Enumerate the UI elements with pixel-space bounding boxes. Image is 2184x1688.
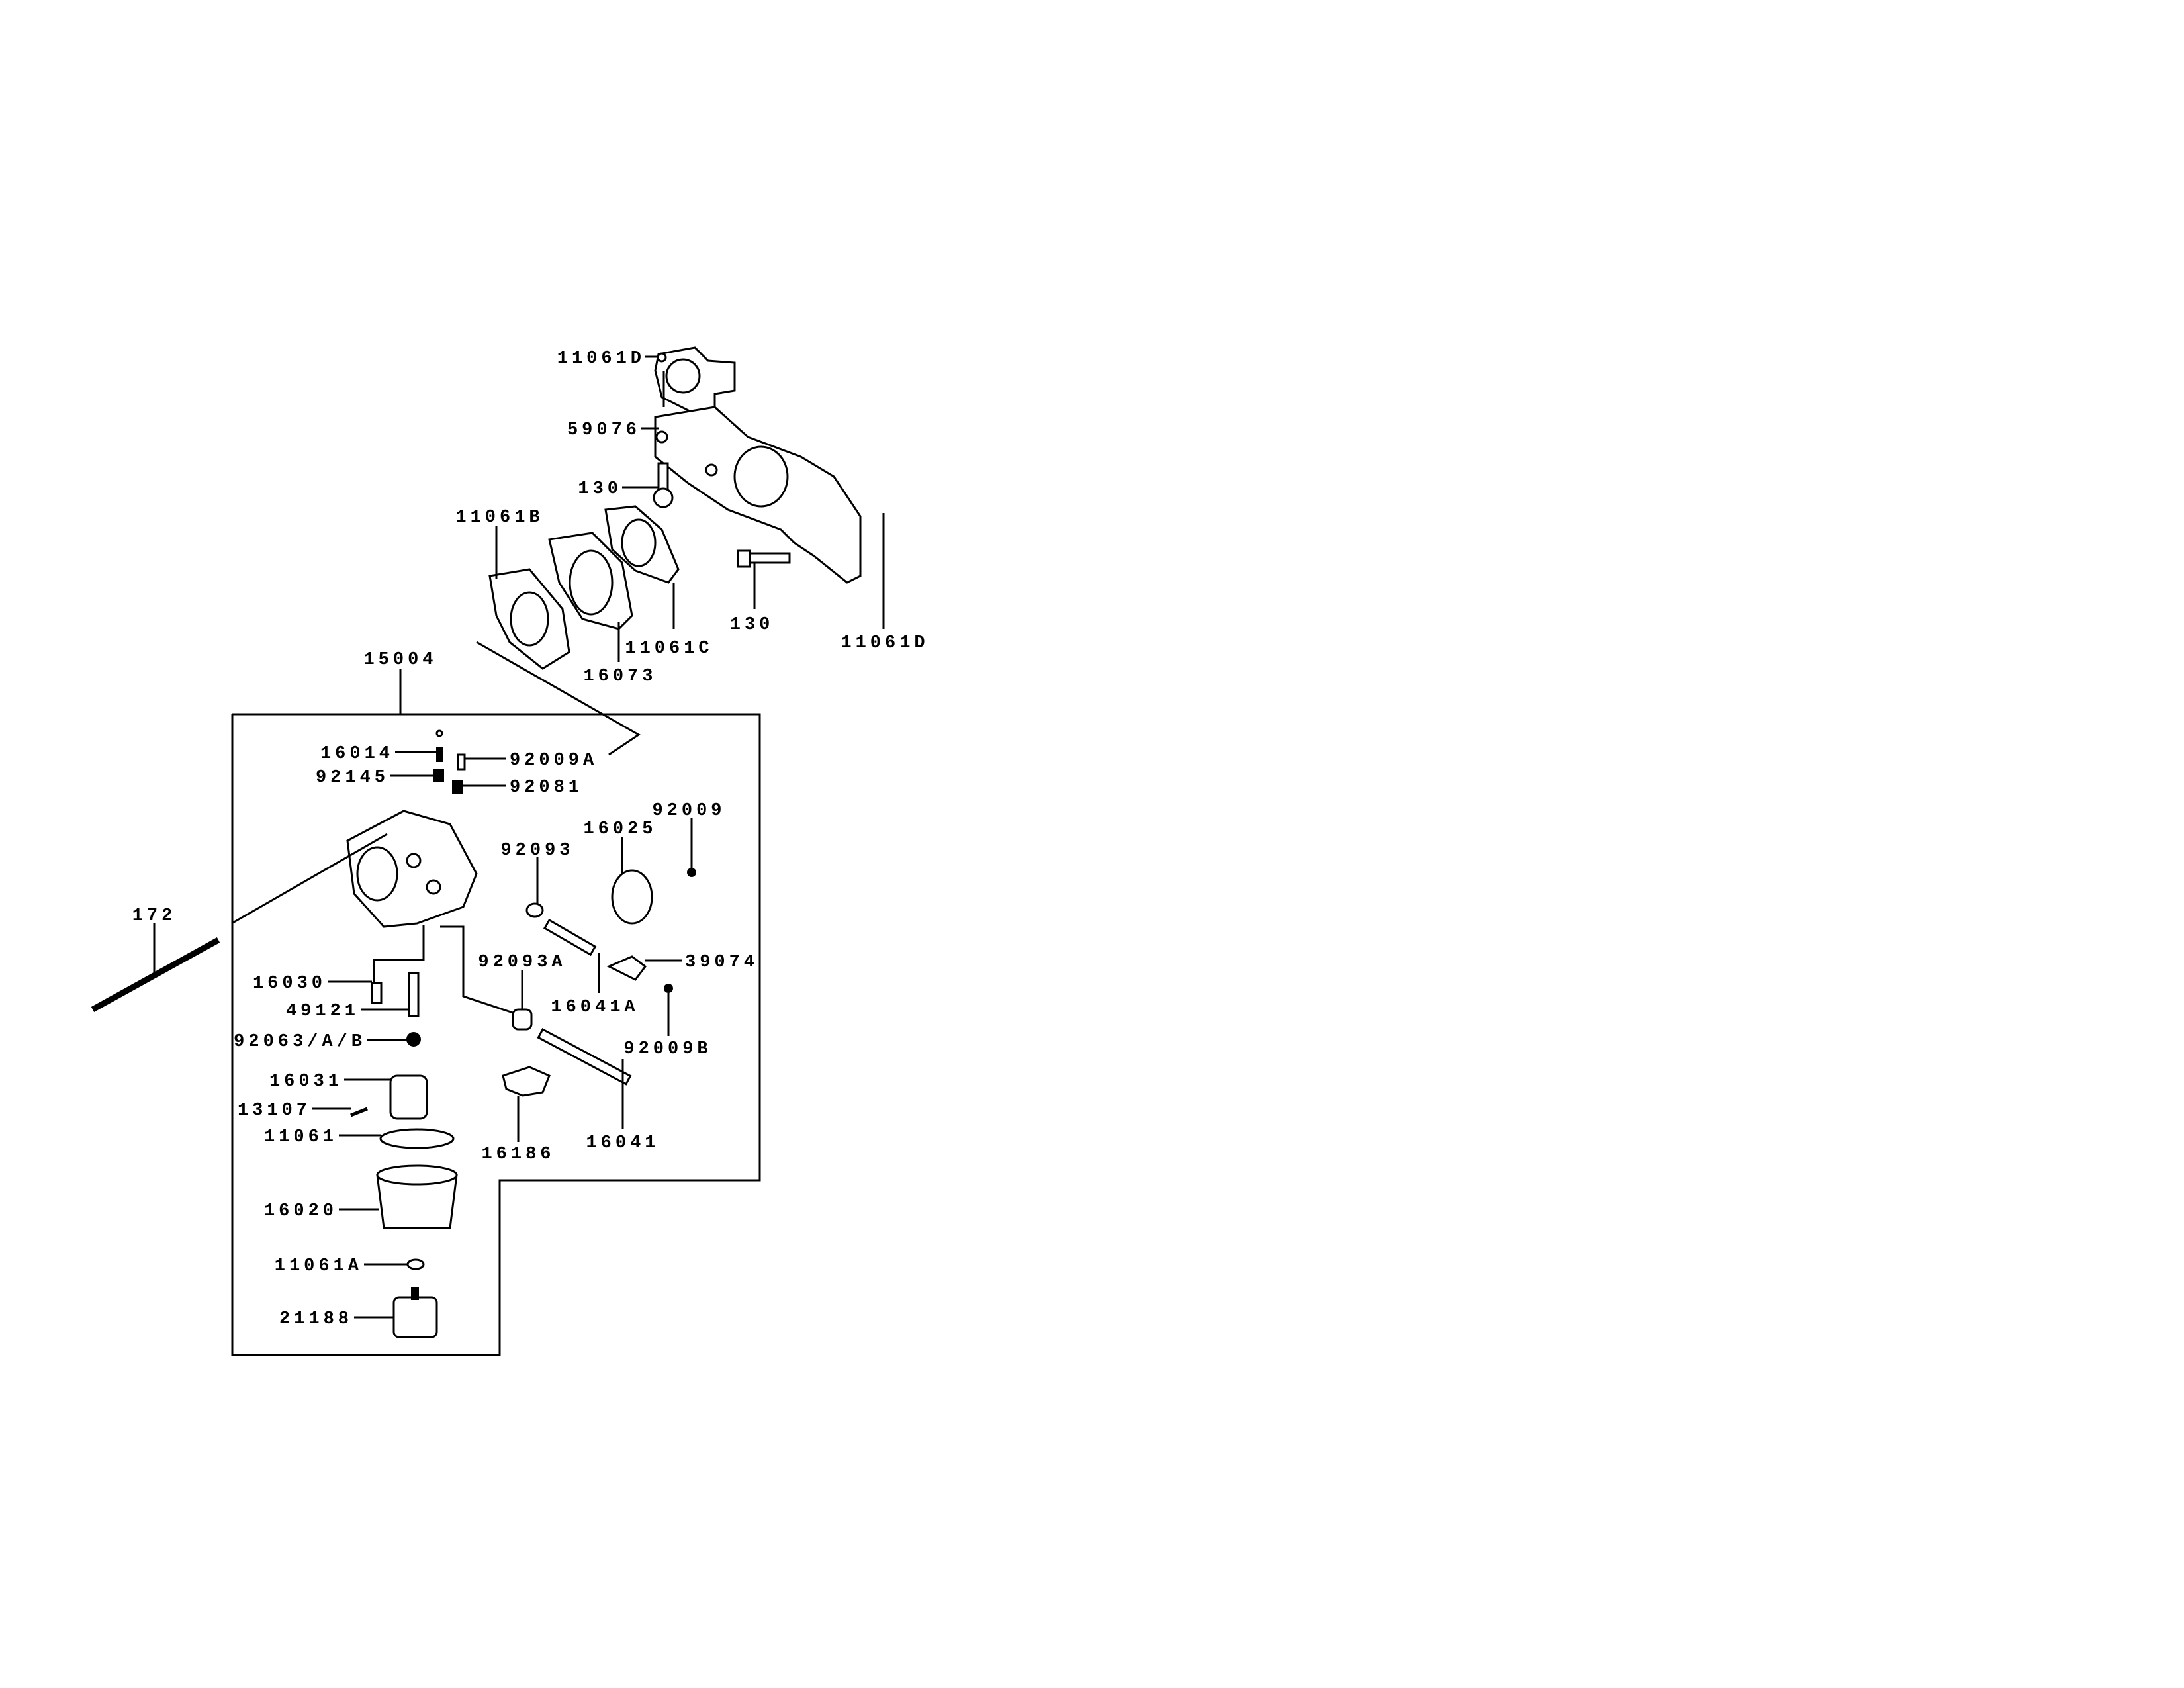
- label-59076: 59076: [567, 420, 641, 440]
- label-92145: 92145: [316, 768, 389, 788]
- pin-13107: [350, 1107, 368, 1117]
- label-16041A: 16041A: [551, 998, 639, 1017]
- label-92063-A-B: 92063/A/B: [234, 1032, 366, 1052]
- part-16030: [371, 982, 383, 1004]
- shaft-16041: [537, 1027, 632, 1086]
- stud-172: [91, 937, 220, 1012]
- label-16020: 16020: [264, 1201, 338, 1221]
- bolt-130-left: [653, 462, 674, 508]
- label-130-left: 130: [578, 479, 622, 499]
- bolt-130-right: [737, 549, 791, 568]
- screw-92009A: [457, 753, 466, 771]
- part-92093: [525, 902, 544, 918]
- screw-92009B: [664, 984, 673, 993]
- label-11061D-right: 11061D: [841, 633, 929, 653]
- label-11061: 11061: [264, 1127, 338, 1147]
- label-11061A: 11061A: [275, 1256, 363, 1276]
- part-92063: [406, 1032, 421, 1047]
- plate-16025: [611, 869, 653, 925]
- label-11061B: 11061B: [455, 508, 543, 528]
- carburetor-body: [346, 810, 478, 928]
- part-92093A: [512, 1008, 533, 1031]
- label-16073: 16073: [583, 667, 657, 686]
- label-130-right: 130: [730, 615, 774, 635]
- label-15004: 15004: [363, 650, 437, 670]
- screw-92009: [687, 868, 696, 877]
- label-11061C: 11061C: [625, 639, 713, 659]
- label-16031: 16031: [269, 1072, 343, 1092]
- leader-lines: [312, 355, 756, 1319]
- stud-axis-line: [231, 833, 388, 925]
- label-172: 172: [132, 906, 177, 926]
- label-16186: 16186: [481, 1145, 555, 1164]
- label-49121: 49121: [286, 1002, 359, 1021]
- gasket-11061D-top: [654, 346, 736, 418]
- shaft-16041A: [543, 918, 597, 957]
- manifold-59076: [654, 406, 862, 584]
- label-92009A: 92009A: [510, 751, 598, 771]
- insulator-16073: [548, 532, 633, 630]
- label-11061D-top: 11061D: [557, 349, 645, 369]
- oring-11061: [379, 1128, 455, 1149]
- part-92145: [433, 769, 444, 782]
- label-92009: 92009: [652, 801, 725, 821]
- label-39074: 39074: [685, 953, 758, 972]
- bowl-16020: [376, 1164, 458, 1229]
- assembly-15004-boundary: [231, 713, 761, 1356]
- label-92093A: 92093A: [478, 953, 566, 972]
- label-16041: 16041: [586, 1133, 659, 1153]
- gasket-11061C: [604, 505, 680, 584]
- float-16031: [389, 1074, 428, 1120]
- label-16014: 16014: [320, 744, 394, 764]
- label-16025: 16025: [583, 820, 657, 839]
- label-16030: 16030: [253, 974, 326, 994]
- plate-16186: [502, 1066, 551, 1097]
- part-16014-tip: [435, 729, 443, 737]
- lever-39074: [606, 955, 647, 981]
- part-92081: [452, 780, 463, 794]
- assembly-leader: [476, 641, 641, 756]
- label-92093: 92093: [500, 841, 574, 861]
- label-21188: 21188: [279, 1309, 353, 1329]
- label-92081: 92081: [510, 778, 583, 798]
- solenoid-21188: [392, 1287, 438, 1338]
- pin-49121: [408, 972, 420, 1017]
- part-16014: [436, 747, 443, 762]
- label-92009B: 92009B: [623, 1039, 711, 1059]
- gasket-11061B: [488, 568, 570, 670]
- washer-11061A: [406, 1258, 425, 1270]
- label-13107: 13107: [238, 1101, 311, 1121]
